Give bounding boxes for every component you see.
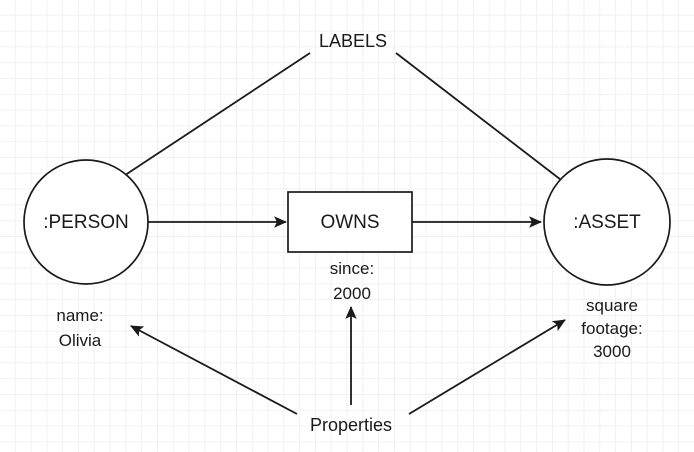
node-asset-label: :ASSET: [573, 212, 641, 233]
asset-property-line-1: square: [586, 296, 638, 315]
labels-annotation-text: LABELS: [319, 31, 387, 51]
asset-property-line-2: footage:: [581, 319, 642, 338]
relationship-owns-box[interactable]: [287, 191, 413, 253]
edge-properties-to-person-property: [130, 325, 298, 415]
node-person-label: :PERSON: [43, 212, 129, 233]
person-property-line-1: name:: [56, 306, 103, 325]
owns-property-line-2: 2000: [333, 284, 371, 303]
relationship-owns-label: OWNS: [320, 212, 379, 233]
properties-annotation-text: Properties: [310, 415, 392, 435]
edge-properties-to-asset-property: [408, 319, 566, 415]
owns-property-line-1: since:: [330, 259, 374, 278]
asset-property-line-3: 3000: [593, 342, 631, 361]
node-asset[interactable]: [543, 158, 671, 286]
edge-labels-to-asset: [395, 52, 592, 204]
edge-labels-to-person: [97, 52, 311, 194]
person-property-line-2: Olivia: [59, 331, 102, 350]
node-person[interactable]: [23, 159, 149, 285]
